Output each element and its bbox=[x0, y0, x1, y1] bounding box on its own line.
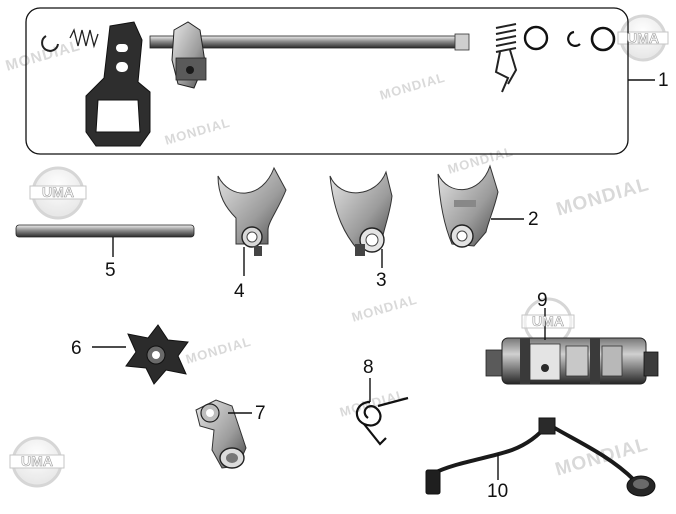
stopper-spring bbox=[355, 396, 409, 446]
shift-fork-left bbox=[217, 166, 287, 256]
callout-7: 7 bbox=[255, 403, 266, 424]
gear-shift-drum bbox=[485, 337, 659, 385]
uma-logo bbox=[521, 297, 575, 347]
shift-fork-right bbox=[437, 164, 499, 248]
callout-5: 5 bbox=[105, 260, 116, 281]
return-spring bbox=[494, 23, 518, 93]
callout-8: 8 bbox=[363, 357, 374, 378]
fork-shaft bbox=[15, 224, 195, 238]
uma-logo bbox=[29, 166, 87, 220]
callout-9: 9 bbox=[537, 290, 548, 311]
assembly-frame bbox=[25, 7, 629, 155]
shift-lever-plate bbox=[85, 21, 151, 147]
callout-6: 6 bbox=[71, 338, 82, 359]
uma-logo bbox=[9, 436, 65, 488]
shift-drum-stopper-star bbox=[125, 324, 189, 385]
circlip-left bbox=[41, 35, 59, 52]
gear-shift-pedal bbox=[425, 417, 656, 497]
uma-logo-text: UMA bbox=[627, 30, 659, 47]
shift-shaft bbox=[149, 21, 470, 89]
callout-10: 10 bbox=[487, 481, 509, 502]
uma-logo-text: UMA bbox=[532, 313, 564, 330]
shift-fork-center bbox=[329, 170, 393, 256]
gear-stopper-arm bbox=[195, 399, 247, 469]
o-ring bbox=[590, 26, 616, 52]
callout-4: 4 bbox=[234, 281, 245, 302]
callout-2: 2 bbox=[528, 209, 539, 230]
uma-logo-text: UMA bbox=[42, 184, 74, 201]
callout-3: 3 bbox=[376, 270, 387, 291]
circlip-right bbox=[567, 30, 581, 47]
callout-1: 1 bbox=[658, 70, 669, 91]
small-spring bbox=[69, 28, 99, 49]
uma-logo-text: UMA bbox=[21, 453, 53, 470]
washer bbox=[523, 25, 549, 51]
uma-logo bbox=[617, 14, 669, 62]
